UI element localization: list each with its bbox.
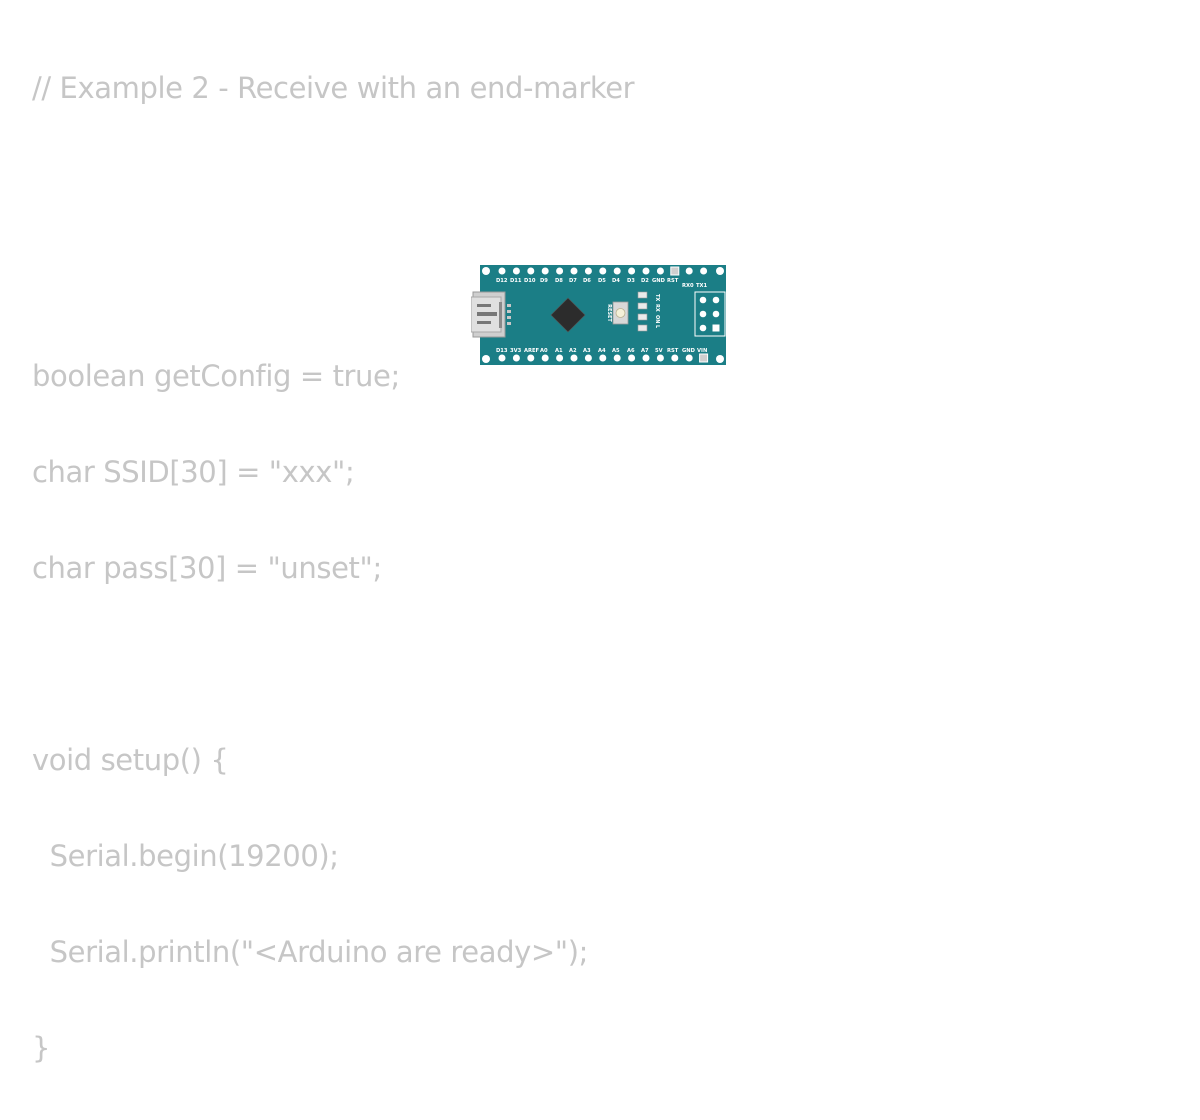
pin-label: A6 [627,348,635,354]
usb-connector [471,291,511,338]
header-pin [599,354,607,362]
header-pin [699,353,709,363]
led-tx [637,291,648,299]
header-pin [541,354,549,362]
mounting-hole [482,267,490,275]
top-pin-row [498,266,708,276]
code-line: Serial.println("<Arduino are ready>"); [32,935,589,969]
code-line: char pass[30] = "unset"; [32,551,382,585]
code-line [32,640,634,688]
header-pin [570,354,578,362]
header-pin [570,267,578,275]
pin-label: D8 [555,278,563,284]
pin-label: A4 [598,348,606,354]
pin-label: D9 [540,278,548,284]
header-pin [700,267,708,275]
led-rx [637,302,648,310]
pin-label: D13 [496,348,508,354]
bottom-pin-row [498,353,709,363]
code-line [32,160,634,208]
code-line: void setup() { [32,743,229,777]
header-pin [584,267,592,275]
pin-label: A1 [555,348,563,354]
led-label-tx: TX [654,294,660,301]
pin-label: D3 [627,278,635,284]
mounting-hole [716,355,724,363]
header-pin [512,354,520,362]
reset-button-icon: RESET [606,301,629,325]
pin-label: 3V3 [510,348,522,354]
pin-label: D5 [598,278,606,284]
led-l [637,324,648,332]
header-pin [685,354,693,362]
header-pin [656,354,664,362]
pin-label: GND [652,278,666,284]
header-pin [541,267,549,275]
header-pin [642,354,650,362]
header-pin [498,354,506,362]
led-on [637,313,648,321]
pin-label: A3 [583,348,591,354]
code-snippet: // Example 2 - Receive with an end-marke… [32,64,635,1120]
serial-label-tx: TX1 [696,283,708,289]
pin-label: A2 [569,348,577,354]
board-drawing: D12 D11 D10 D9 D8 D7 D6 D5 D4 D3 D2 GND … [471,265,726,365]
pin-label: D11 [510,278,522,284]
pin-label: D7 [569,278,577,284]
pin-label: D6 [583,278,591,284]
microcontroller-chip [550,297,586,333]
pin-label: GND [682,348,696,354]
pin-label: A7 [641,348,649,354]
icsp-header [694,291,726,337]
led-label-on: ON [654,315,660,323]
header-pin [613,354,621,362]
pin-label: RST [667,278,679,284]
serial-label-rx: RX0 [682,283,694,289]
led-label-rx: RX [654,304,660,312]
header-pin [512,267,520,275]
led-label-l: L [654,325,660,329]
pin-label: D2 [641,278,649,284]
pin-labels: D12 D11 D10 D9 D8 D7 D6 D5 D4 D3 D2 GND … [496,278,708,354]
pcb-body [480,265,726,365]
header-pin [613,267,621,275]
header-pin [642,267,650,275]
code-line: boolean getConfig = true; [32,359,400,393]
mounting-hole [482,355,490,363]
pin-label: D10 [524,278,536,284]
header-pin [556,267,564,275]
header-pin [656,267,664,275]
header-pin [498,267,506,275]
header-pin [670,266,680,276]
pin-label: A0 [540,348,548,354]
status-leds: TX RX ON L [637,291,660,332]
header-pin [671,354,679,362]
pin-label: D12 [496,278,508,284]
code-line: Serial.begin(19200); [32,839,339,873]
code-line: char SSID[30] = "xxx"; [32,455,355,489]
pin-label: D4 [612,278,620,284]
mounting-hole [716,267,724,275]
code-line: } [32,1031,51,1065]
header-pin [628,267,636,275]
pin-label: RST [667,348,679,354]
header-pin [527,267,535,275]
code-line: // Example 2 - Receive with an end-marke… [32,71,635,105]
header-pin [599,267,607,275]
header-pin [628,354,636,362]
header-pin [556,354,564,362]
reset-label: RESET [606,304,612,322]
header-pin [685,267,693,275]
pin-label: 5V [655,348,663,354]
header-pin [584,354,592,362]
pin-label: VIN [697,348,707,354]
arduino-nano-board-icon: D12 D11 D10 D9 D8 D7 D6 D5 D4 D3 D2 GND … [471,262,729,368]
pin-label: A5 [612,348,620,354]
pin-label: AREF [524,348,540,354]
header-pin [527,354,535,362]
